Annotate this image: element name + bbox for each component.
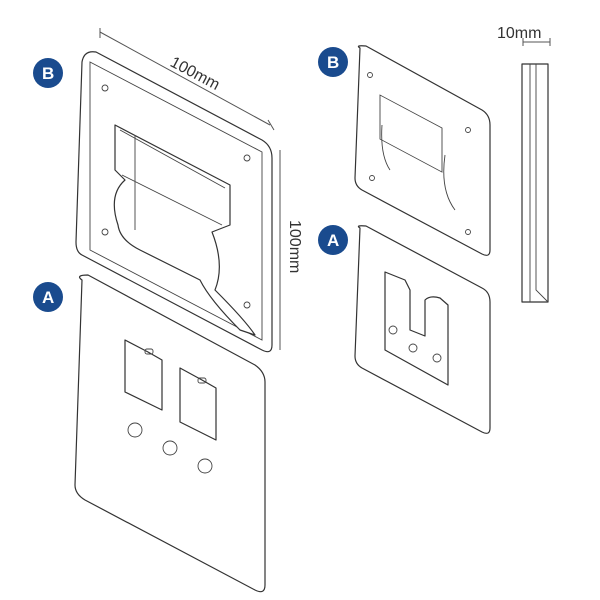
svg-text:A: A [42, 288, 54, 307]
bracket-b-large [75, 51, 273, 353]
plate-a-small [354, 225, 491, 434]
svg-text:B: B [327, 53, 339, 72]
badge-a-left: A [33, 282, 63, 312]
thickness-dimension-label: 10mm [497, 25, 541, 42]
svg-text:B: B [42, 64, 54, 83]
badge-a-right: A [318, 225, 348, 255]
width-dimension-line [99, 28, 275, 131]
plate-a-large [74, 274, 266, 593]
thickness-dimension-line [522, 38, 551, 46]
side-view-profile [521, 63, 549, 303]
badge-b-right: B [318, 47, 348, 77]
svg-text:A: A [327, 231, 339, 250]
badge-b-left: B [33, 58, 63, 88]
height-dimension-label: 100mm [286, 220, 303, 273]
bracket-b-small [354, 45, 491, 256]
